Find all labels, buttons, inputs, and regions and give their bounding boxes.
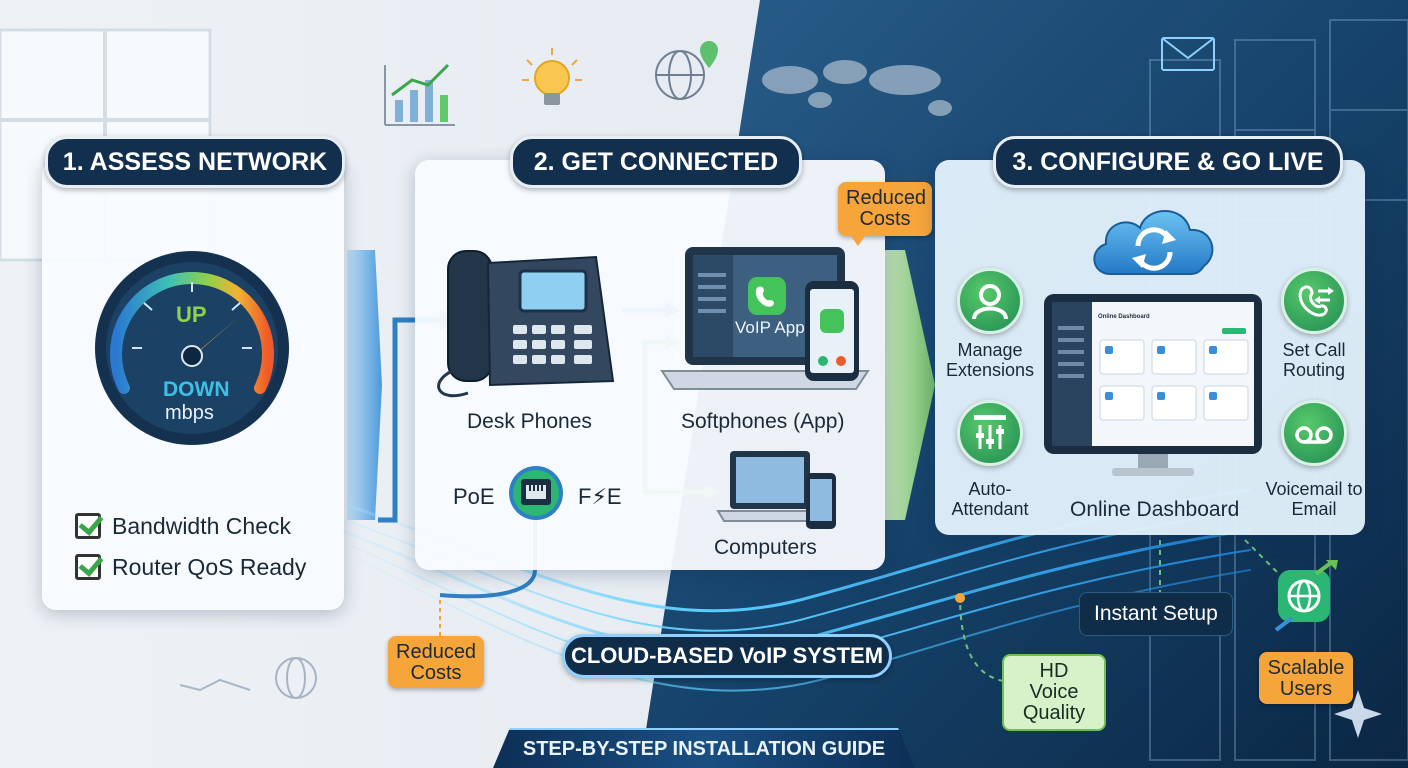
- auto-attendant-icon: [957, 400, 1023, 466]
- scale-globe-icon: [1274, 560, 1338, 632]
- small-globe-icon: [275, 657, 317, 699]
- voicemail-label: Voicemail to Email: [1265, 479, 1363, 519]
- checkbox-router-qos: [75, 554, 101, 580]
- speed-gauge: [95, 251, 289, 445]
- cloud-voip-banner: CLOUD-BASED VoIP SYSTEM: [562, 634, 892, 678]
- softphones-label: Softphones (App): [681, 410, 845, 433]
- poe-right-label: F⚡E: [578, 484, 622, 509]
- instant-setup-callout: Instant Setup: [1079, 592, 1233, 636]
- manage-extensions-icon: [957, 268, 1023, 334]
- chart-icon: [384, 63, 455, 126]
- dashboard-screen-title: Online Dashboard: [1098, 314, 1150, 320]
- hd-voice-callout: HD Voice Quality: [1002, 654, 1106, 731]
- voicemail-icon: [1281, 400, 1347, 466]
- globe-pin-icon: [655, 41, 718, 100]
- desk-phone-icon: [437, 250, 615, 398]
- online-dashboard-label: Online Dashboard: [1070, 498, 1240, 521]
- checklist-item-router-qos: Router QoS Ready: [112, 554, 307, 580]
- set-call-routing-label: Set Call Routing: [1282, 340, 1346, 380]
- checkbox-bandwidth: [75, 513, 101, 539]
- lightbulb-icon: [522, 48, 582, 105]
- manage-extensions-label: Manage Extensions: [945, 340, 1035, 380]
- installation-guide-text: STEP-BY-STEP INSTALLATION GUIDE: [522, 738, 886, 760]
- gauge-down-label: DOWN: [163, 378, 230, 401]
- scalable-users-callout: Scalable Users: [1259, 652, 1353, 704]
- voip-app-label: VoIP App: [735, 318, 805, 337]
- callout-tail: [848, 232, 868, 246]
- reduced-costs-callout-bottom: Reduced Costs: [388, 636, 484, 688]
- poe-left-label: PoE: [453, 484, 495, 509]
- cloud-sync-icon: [1093, 210, 1214, 275]
- call-routing-icon: [1281, 268, 1347, 334]
- world-map-icon: [762, 60, 952, 116]
- gauge-unit-label: mbps: [165, 402, 214, 424]
- ethernet-port-icon: [509, 466, 563, 520]
- desk-phones-label: Desk Phones: [467, 410, 592, 433]
- laptop-icon: [660, 247, 870, 390]
- installation-guide-banner: [493, 728, 915, 768]
- envelope-icon: [1161, 37, 1215, 71]
- step-1-title: 1. ASSESS NETWORK: [45, 136, 345, 188]
- gauge-up-label: UP: [176, 302, 207, 327]
- computers-label: Computers: [714, 536, 817, 559]
- dashboard-monitor-icon: [1044, 294, 1262, 476]
- step-2-title: 2. GET CONNECTED: [510, 136, 802, 188]
- reduced-costs-callout-top: Reduced Costs: [838, 182, 932, 236]
- step-3-title: 3. CONFIGURE & GO LIVE: [993, 136, 1343, 188]
- checklist-item-bandwidth: Bandwidth Check: [112, 513, 291, 539]
- auto-attendant-label: Auto-Attendant: [951, 479, 1029, 519]
- computer-icon: [716, 451, 836, 529]
